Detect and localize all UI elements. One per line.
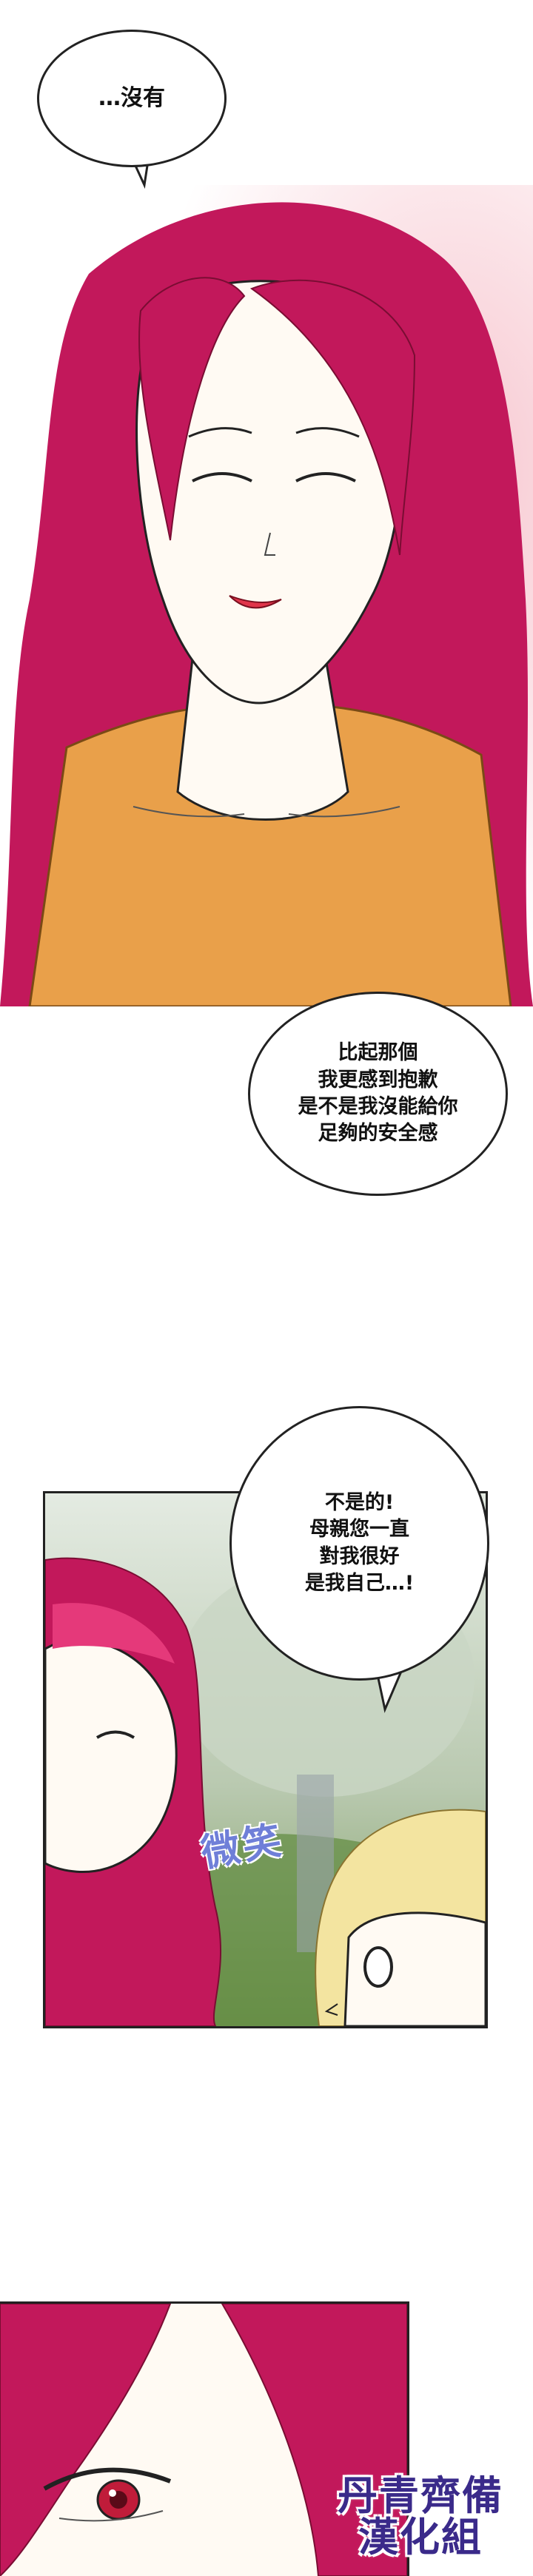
mother-eye-art xyxy=(0,2304,407,2576)
watermark-line-1: 丹青齊備 xyxy=(338,2472,503,2519)
speech-bubble-2: 比起那個 我更感到抱歉 是不是我沒能給你 足夠的安全感 xyxy=(248,992,508,1196)
scanlation-watermark: 丹青齊備 漢化組 xyxy=(317,2475,524,2559)
watermark-line-2: 漢化組 xyxy=(358,2514,483,2561)
speech-bubble-2-text: 比起那個 我更感到抱歉 是不是我沒能給你 足夠的安全感 xyxy=(298,1041,458,1146)
speech-bubble-3: 不是的! 母親您一直 對我很好 是我自己…! xyxy=(229,1406,489,1681)
panel-mother-eye xyxy=(0,2301,409,2576)
mother-closeup-art xyxy=(0,185,533,1006)
panel-mother-closeup xyxy=(0,185,533,1006)
speech-bubble-3-text: 不是的! 母親您一直 對我很好 是我自己…! xyxy=(304,1490,415,1595)
speech-bubble-1-text: …沒有 xyxy=(98,84,165,111)
speech-bubble-1: …沒有 xyxy=(37,30,227,167)
